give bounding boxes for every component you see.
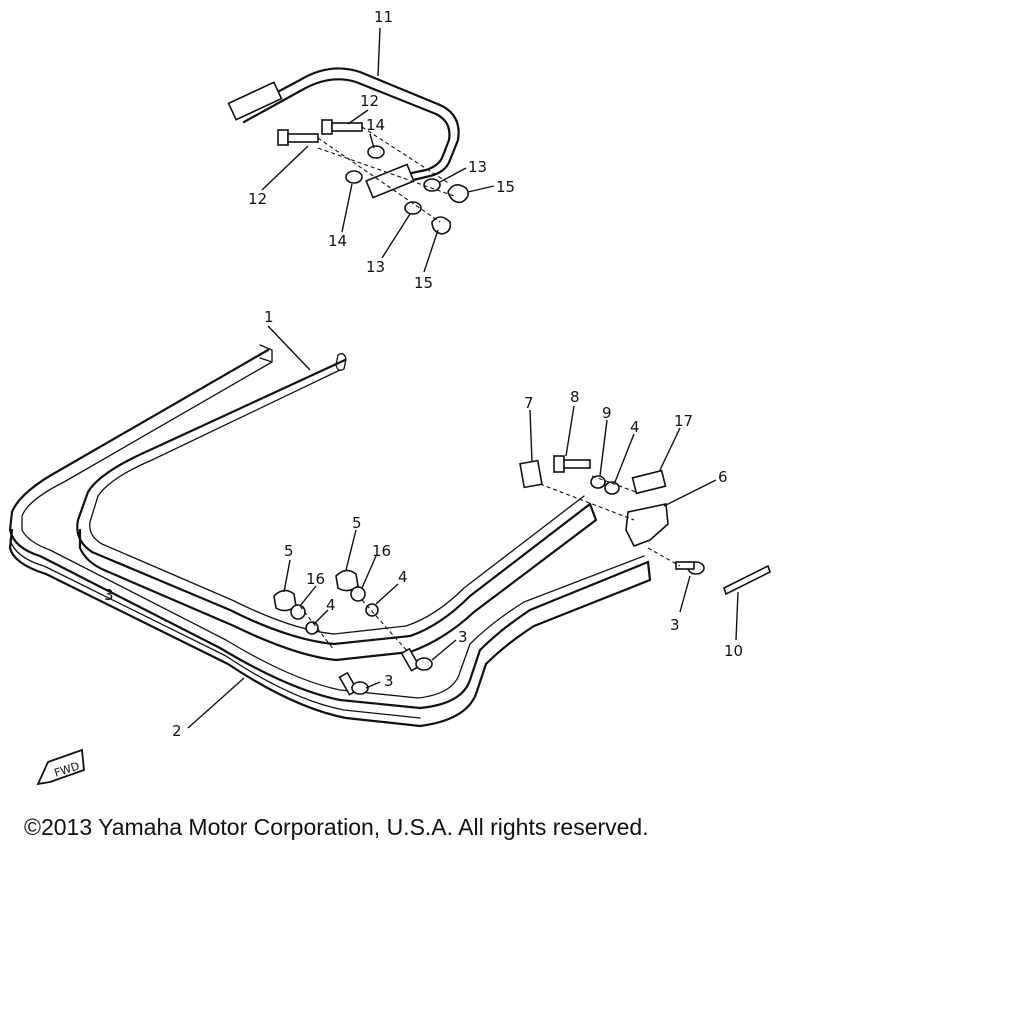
cap-nut-15-a	[447, 184, 470, 204]
callout-4-left: 4	[326, 596, 336, 614]
callout-17: 17	[674, 412, 693, 430]
bumper-assembly	[8, 344, 771, 728]
washer-4-right	[604, 481, 620, 495]
callout-12-lower: 12	[248, 190, 267, 208]
callout-13-lower: 13	[366, 258, 385, 276]
bolt-upper-12	[321, 119, 363, 135]
nut-5-middle	[335, 569, 359, 592]
callout-16-middle: 16	[372, 542, 391, 560]
nut-17	[631, 469, 667, 495]
callout-14-lower: 14	[328, 232, 347, 250]
washer-13-a	[423, 178, 441, 192]
bolt-8	[553, 455, 591, 473]
grab-handle-bar	[238, 67, 460, 190]
callout-4-middle: 4	[398, 568, 408, 586]
washer-9	[590, 475, 606, 489]
washer-14-a	[367, 145, 385, 159]
callout-5-left: 5	[284, 542, 294, 560]
callout-14-upper: 14	[366, 116, 385, 134]
mount-bracket	[625, 503, 669, 548]
bolt-3-right	[675, 561, 705, 575]
washer-16-middle	[350, 586, 366, 602]
leader-lines	[187, 27, 739, 729]
grab-handle-assembly	[227, 67, 470, 235]
callout-3-middle: 3	[458, 628, 468, 646]
callout-8: 8	[570, 388, 580, 406]
callout-7: 7	[524, 394, 534, 412]
cap-nut-15-b	[431, 216, 452, 235]
callout-1: 1	[264, 308, 274, 326]
callout-3-right: 3	[670, 616, 680, 634]
callout-4-right: 4	[630, 418, 640, 436]
bumper-guard	[8, 348, 650, 710]
washer-4-left	[305, 621, 319, 635]
decal-10	[723, 564, 771, 596]
callout-9: 9	[602, 404, 612, 422]
bolt-3-lower	[338, 671, 369, 696]
handle-grip	[227, 81, 283, 121]
washer-14-b	[345, 170, 363, 184]
callout-6: 6	[718, 468, 728, 486]
bolt-3-middle	[400, 647, 433, 672]
callout-10: 10	[724, 642, 743, 660]
callout-16-left: 16	[306, 570, 325, 588]
copyright-notice: ©2013 Yamaha Motor Corporation, U.S.A. A…	[24, 814, 649, 840]
washer-16-left	[290, 604, 306, 620]
callout-12-upper: 12	[360, 92, 379, 110]
callout-3-guard: 3	[104, 586, 114, 604]
bumper-bar	[76, 358, 592, 646]
washer-13-b	[404, 201, 422, 215]
callout-2: 2	[172, 722, 182, 740]
parts-diagram: 11 12 14 12 14 13 15 13 15 1 7 8 9 4 17 …	[8, 8, 771, 786]
bolt-lower-12	[277, 129, 319, 146]
handle-mount-block	[365, 163, 415, 199]
washer-4-middle	[365, 603, 379, 617]
callout-3-lower: 3	[384, 672, 394, 690]
callout-11: 11	[374, 8, 393, 26]
callout-15-lower: 15	[414, 274, 433, 292]
callout-5-middle: 5	[352, 514, 362, 532]
clip-7	[519, 459, 543, 489]
callout-13-upper: 13	[468, 158, 487, 176]
callout-labels: 11 12 14 12 14 13 15 13 15 1 7 8 9 4 17 …	[104, 8, 743, 740]
fwd-arrow-icon: FWD	[36, 748, 85, 786]
callout-15-upper: 15	[496, 178, 515, 196]
